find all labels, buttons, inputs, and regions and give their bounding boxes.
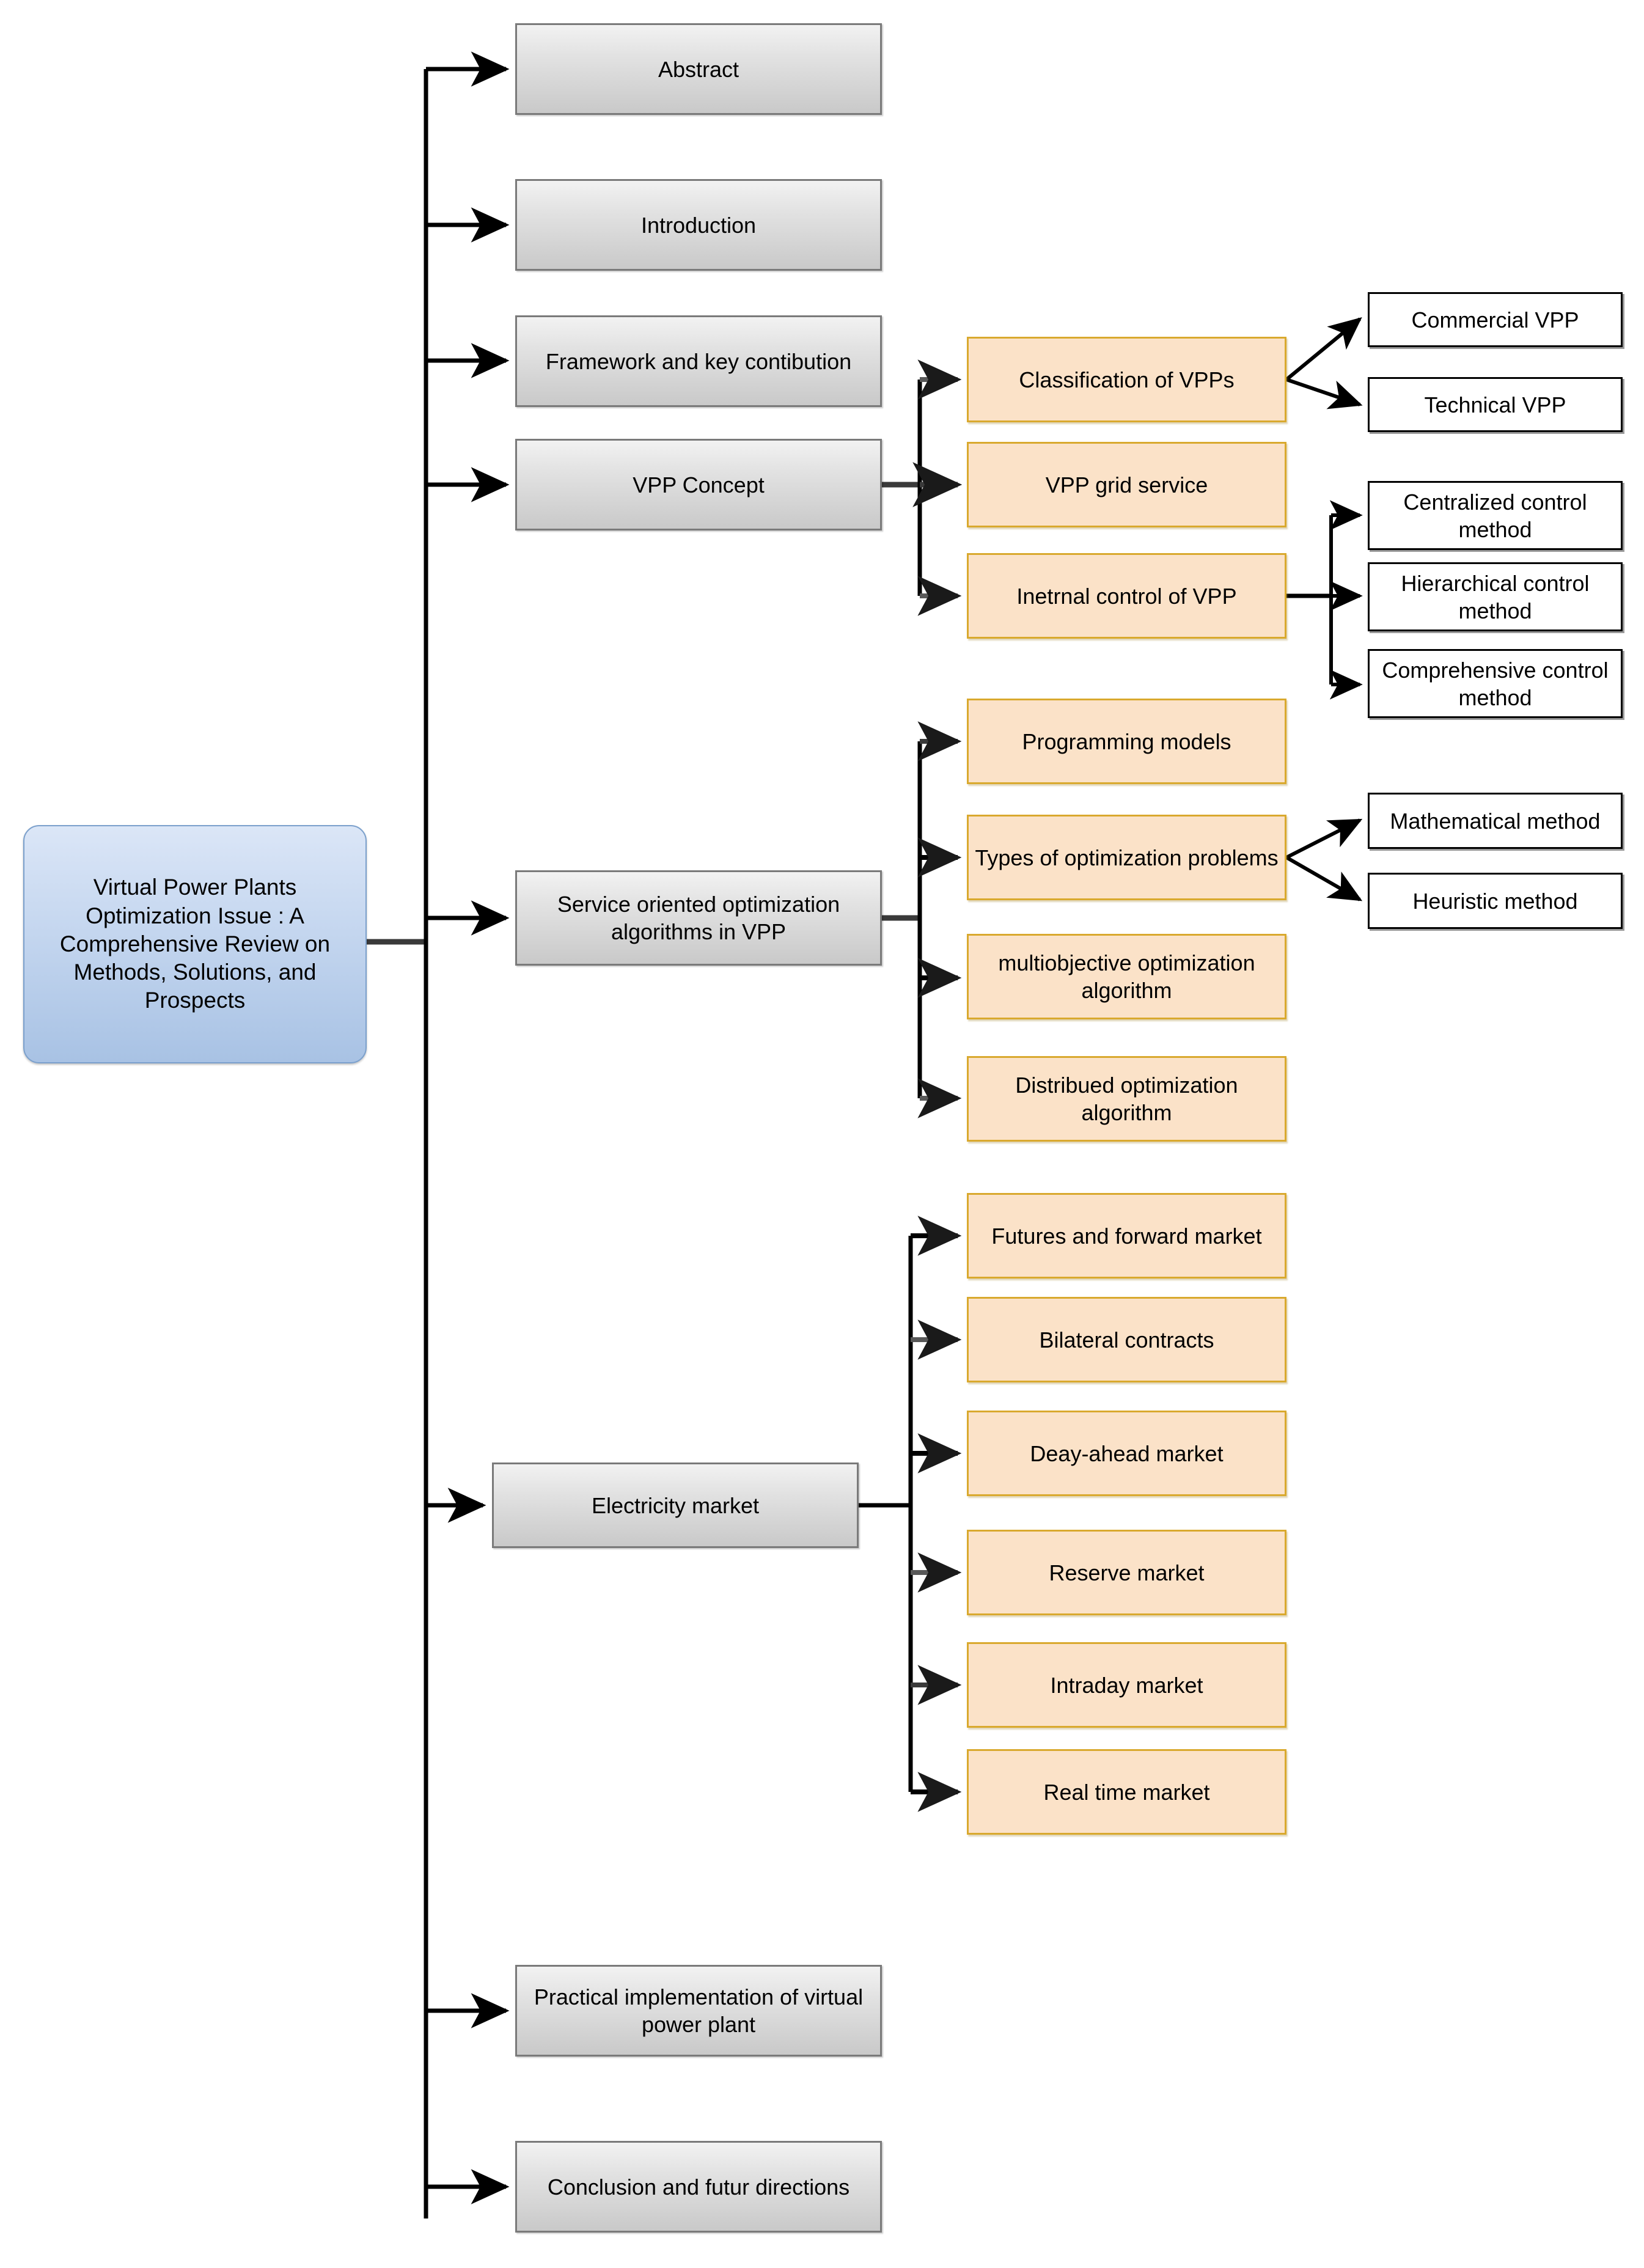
section-introduction[interactable]: Introduction	[515, 179, 882, 271]
node-intraday-market[interactable]: Intraday market	[967, 1642, 1286, 1728]
node-distributed-optimization-algorithm-label: Distribued optimization algorithm	[1015, 1073, 1238, 1125]
node-futures-and-forward-market[interactable]: Futures and forward market	[967, 1193, 1286, 1279]
section-vpp-concept[interactable]: VPP Concept	[515, 439, 882, 530]
node-centralized-control-method-label: Centralized control method	[1403, 489, 1587, 542]
root-node-title[interactable]: Virtual Power Plants Optimization Issue …	[23, 825, 367, 1063]
node-comprehensive-control-method-label: Comprehensive control method	[1382, 657, 1609, 710]
node-real-time-market[interactable]: Real time market	[967, 1749, 1286, 1835]
node-heuristic-method-label: Heuristic method	[1412, 888, 1578, 914]
node-hierarchical-control-method[interactable]: Hierarchical control method	[1368, 562, 1623, 631]
section-practical-implementation-label: Practical implementation of virtual powe…	[534, 1984, 864, 2037]
section-abstract[interactable]: Abstract	[515, 23, 882, 115]
node-classification-of-vpps-label: Classification of VPPs	[1019, 367, 1235, 392]
node-day-ahead-market-label: Deay-ahead market	[1030, 1440, 1224, 1466]
node-bilateral-contracts[interactable]: Bilateral contracts	[967, 1297, 1286, 1382]
node-centralized-control-method[interactable]: Centralized control method	[1368, 481, 1623, 550]
root-node-label: Virtual Power Plants Optimization Issue …	[59, 875, 331, 1013]
node-futures-and-forward-market-label: Futures and forward market	[991, 1223, 1262, 1249]
node-heuristic-method[interactable]: Heuristic method	[1368, 873, 1623, 929]
node-distributed-optimization-algorithm[interactable]: Distribued optimization algorithm	[967, 1056, 1286, 1142]
node-vpp-grid-service[interactable]: VPP grid service	[967, 442, 1286, 527]
node-reserve-market-label: Reserve market	[1049, 1560, 1205, 1585]
section-electricity-market[interactable]: Electricity market	[492, 1462, 859, 1548]
node-classification-of-vpps[interactable]: Classification of VPPs	[967, 337, 1286, 422]
node-internal-control-of-vpp-label: Inetrnal control of VPP	[1016, 583, 1237, 609]
section-introduction-label: Introduction	[640, 212, 757, 238]
node-types-of-optimization-problems-label: Types of optimization problems	[975, 845, 1279, 870]
node-types-of-optimization-problems[interactable]: Types of optimization problems	[967, 815, 1286, 900]
node-vpp-grid-service-label: VPP grid service	[1045, 472, 1208, 497]
node-hierarchical-control-method-label: Hierarchical control method	[1401, 570, 1590, 623]
node-technical-vpp-label: Technical VPP	[1424, 392, 1566, 417]
node-multiobjective-optimization-algorithm[interactable]: multiobjective optimization algorithm	[967, 934, 1286, 1019]
node-mathematical-method-label: Mathematical method	[1390, 808, 1601, 834]
node-bilateral-contracts-label: Bilateral contracts	[1039, 1327, 1214, 1352]
node-commercial-vpp-label: Commercial VPP	[1411, 307, 1579, 332]
node-intraday-market-label: Intraday market	[1050, 1672, 1203, 1698]
node-mathematical-method[interactable]: Mathematical method	[1368, 793, 1623, 849]
node-real-time-market-label: Real time market	[1043, 1779, 1210, 1805]
section-conclusion[interactable]: Conclusion and futur directions	[515, 2141, 882, 2233]
section-conclusion-label: Conclusion and futur directions	[547, 2174, 850, 2200]
node-reserve-market[interactable]: Reserve market	[967, 1530, 1286, 1615]
node-technical-vpp[interactable]: Technical VPP	[1368, 377, 1623, 432]
node-comprehensive-control-method[interactable]: Comprehensive control method	[1368, 649, 1623, 718]
section-abstract-label: Abstract	[658, 56, 739, 82]
section-framework[interactable]: Framework and key contibution	[515, 315, 882, 407]
node-multiobjective-optimization-algorithm-label: multiobjective optimization algorithm	[998, 950, 1255, 1003]
node-commercial-vpp[interactable]: Commercial VPP	[1368, 292, 1623, 347]
section-electricity-market-label: Electricity market	[591, 1492, 760, 1518]
node-day-ahead-market[interactable]: Deay-ahead market	[967, 1411, 1286, 1496]
node-programming-models[interactable]: Programming models	[967, 699, 1286, 784]
section-vpp-concept-label: VPP Concept	[633, 472, 765, 497]
node-internal-control-of-vpp[interactable]: Inetrnal control of VPP	[967, 553, 1286, 639]
section-framework-label: Framework and key contibution	[545, 348, 852, 374]
section-service-optimization[interactable]: Service oriented optimization algorithms…	[515, 870, 882, 966]
section-service-optimization-label: Service oriented optimization algorithms…	[557, 892, 840, 944]
node-programming-models-label: Programming models	[1022, 728, 1231, 754]
section-practical-implementation[interactable]: Practical implementation of virtual powe…	[515, 1965, 882, 2057]
